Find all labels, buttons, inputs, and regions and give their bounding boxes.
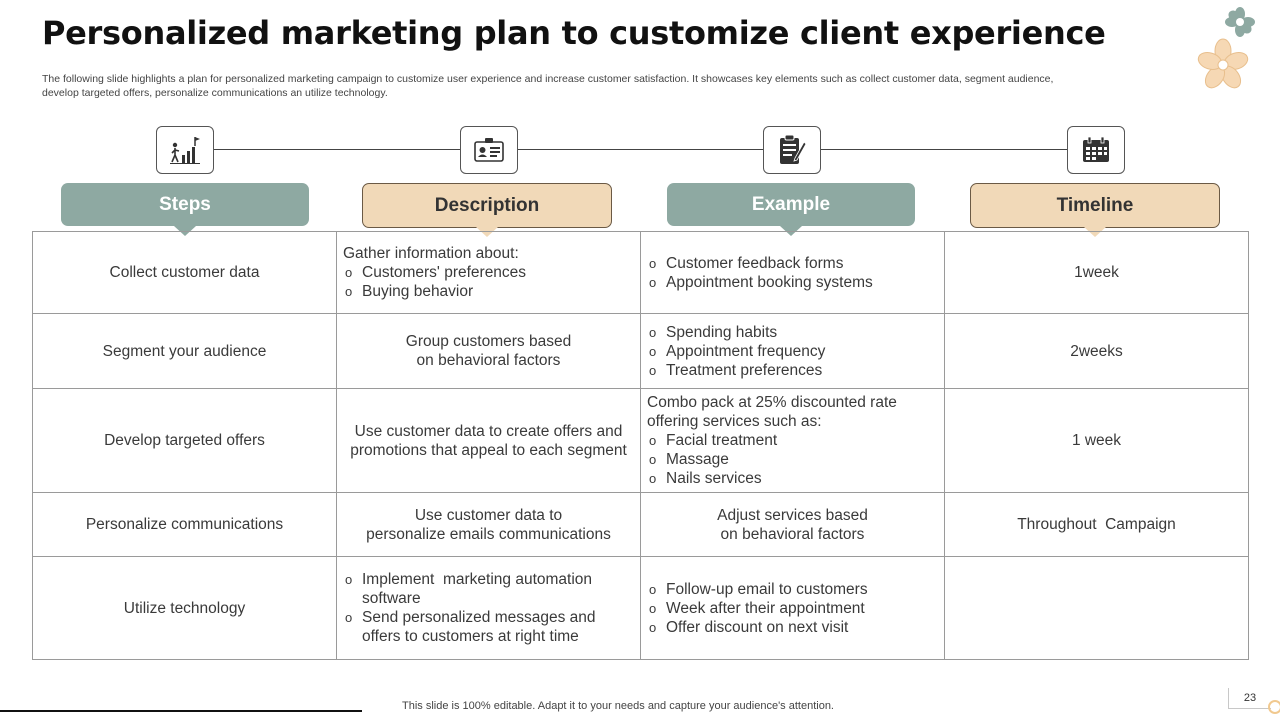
list-item: Implement marketing automation software — [343, 570, 634, 608]
example-icon-box — [763, 126, 821, 174]
header-description: Description — [362, 183, 612, 237]
step-cell: Personalize communications — [32, 492, 337, 557]
list-item: Massage — [647, 450, 938, 469]
id-card-icon — [474, 138, 504, 162]
timeline-cell: 2weeks — [944, 313, 1249, 389]
description-list: Customers' preferences Buying behavior — [343, 263, 634, 301]
description-cell: Use customer data to personalize emails … — [336, 492, 641, 557]
flower-decoration-icon — [1197, 7, 1255, 89]
list-item: Spending habits — [647, 323, 938, 342]
timeline-cell: 1week — [944, 231, 1249, 314]
icon-connector-line — [185, 149, 1095, 150]
description-cell: Use customer data to create offers and p… — [336, 388, 641, 493]
table-row: Personalize communications Use customer … — [32, 492, 1249, 557]
list-item: Appointment frequency — [647, 342, 938, 361]
description-line: Use customer data to create offers and — [354, 422, 623, 440]
timeline-cell: Throughout Campaign — [944, 492, 1249, 557]
steps-icon-box — [156, 126, 214, 174]
example-list: Spending habits Appointment frequency Tr… — [647, 323, 938, 380]
example-cell: Adjust services based on behavioral fact… — [640, 492, 945, 557]
list-item: Customer feedback forms — [647, 254, 938, 273]
step-cell: Collect customer data — [32, 231, 337, 314]
timeline-cell — [944, 556, 1249, 660]
footer-note: This slide is 100% editable. Adapt it to… — [402, 700, 834, 712]
description-list: Implement marketing automation software … — [343, 570, 634, 646]
header-example: Example — [667, 183, 915, 236]
description-line: Use customer data to — [414, 506, 563, 524]
list-item: Appointment booking systems — [647, 273, 938, 292]
list-item: Nails services — [647, 469, 938, 488]
description-line: promotions that appeal to each segment — [350, 441, 627, 459]
header-timeline: Timeline — [970, 183, 1220, 237]
list-item: Week after their appointment — [647, 599, 938, 618]
example-list: Follow-up email to customers Week after … — [647, 580, 938, 637]
description-line: Group customers based — [405, 333, 572, 350]
step-cell: Develop targeted offers — [32, 388, 337, 493]
growth-steps-icon — [170, 137, 200, 164]
list-item: Buying behavior — [343, 282, 634, 301]
header-steps: Steps — [61, 183, 309, 236]
description-line: personalize emails communications — [366, 525, 611, 543]
description-cell: Group customers based on behavioral fact… — [336, 313, 641, 389]
example-line: on behavioral factors — [720, 525, 865, 543]
description-icon-box — [460, 126, 518, 174]
calendar-icon — [1083, 136, 1109, 162]
plan-table: Collect customer data Gather information… — [32, 231, 1249, 660]
list-item: Treatment preferences — [647, 361, 938, 380]
timeline-cell: 1 week — [944, 388, 1249, 493]
step-cell: Utilize technology — [32, 556, 337, 660]
example-cell: Customer feedback forms Appointment book… — [640, 231, 945, 314]
example-line: Adjust services based — [717, 506, 868, 524]
clipboard-pen-icon — [780, 134, 807, 164]
description-intro: Gather information about: — [343, 245, 519, 262]
description-cell: Gather information about: Customers' pre… — [336, 231, 641, 314]
footer-divider — [0, 710, 362, 712]
corner-decoration — [1268, 700, 1280, 714]
list-item: Send personalized messages and offers to… — [343, 608, 634, 646]
example-intro: offering services such as: — [647, 413, 822, 430]
list-item: Offer discount on next visit — [647, 618, 938, 637]
example-intro: Combo pack at 25% discounted rate — [647, 394, 897, 411]
timeline-icon-box — [1067, 126, 1125, 174]
description-line: on behavioral factors — [416, 352, 561, 369]
example-cell: Spending habits Appointment frequency Tr… — [640, 313, 945, 389]
page-number: 23 — [1228, 688, 1271, 709]
description-cell: Implement marketing automation software … — [336, 556, 641, 660]
list-item: Follow-up email to customers — [647, 580, 938, 599]
table-row: Develop targeted offers Use customer dat… — [32, 388, 1249, 493]
example-list: Customer feedback forms Appointment book… — [647, 254, 938, 292]
example-list: Facial treatment Massage Nails services — [647, 431, 938, 488]
list-item: Facial treatment — [647, 431, 938, 450]
table-row: Collect customer data Gather information… — [32, 231, 1249, 314]
step-cell: Segment your audience — [32, 313, 337, 389]
slide-subtitle: The following slide highlights a plan fo… — [42, 73, 1054, 99]
example-cell: Combo pack at 25% discounted rate offeri… — [640, 388, 945, 493]
slide-title: Personalized marketing plan to customize… — [42, 14, 1106, 52]
example-cell: Follow-up email to customers Week after … — [640, 556, 945, 660]
table-row: Segment your audience Group customers ba… — [32, 313, 1249, 389]
table-row: Utilize technology Implement marketing a… — [32, 556, 1249, 660]
list-item: Customers' preferences — [343, 263, 634, 282]
